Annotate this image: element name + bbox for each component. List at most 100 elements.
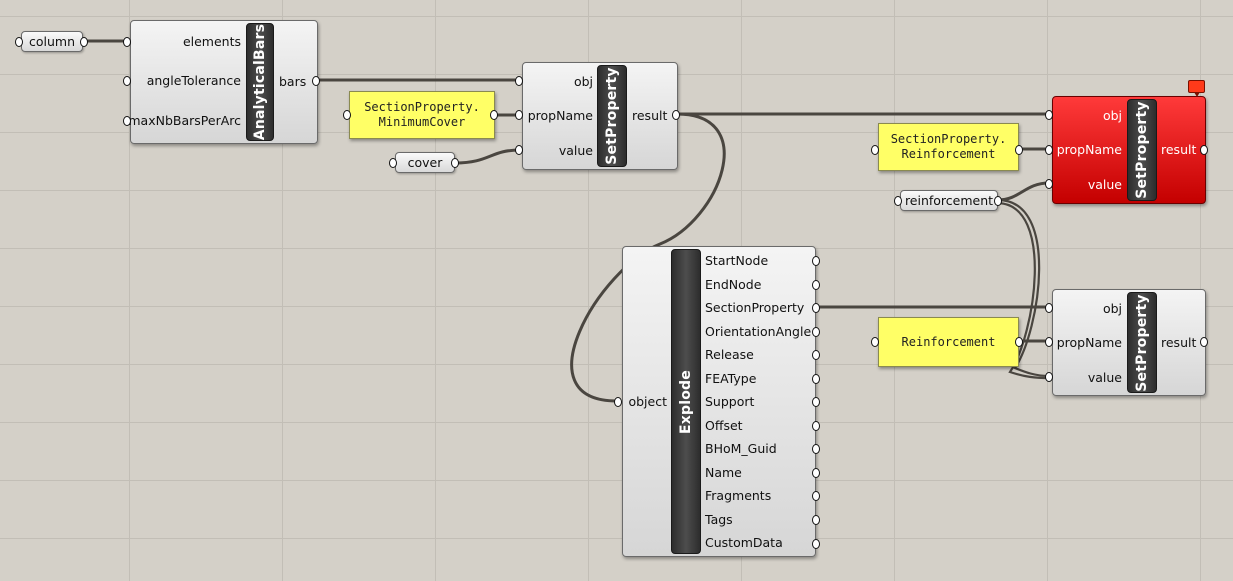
sp2-input-value-label: value: [1087, 177, 1122, 192]
wire-reinf-value2: [996, 181, 1051, 202]
sp2-input-propname-label: propName: [1056, 142, 1122, 157]
analytical-bars-component[interactable]: elements angleTolerance maxNbBarsPerArc …: [128, 20, 318, 144]
set-property-3-component[interactable]: obj propName value SetProperty result: [1052, 289, 1206, 396]
explode-out-offset-label: Offset: [705, 418, 743, 433]
wire-reinf-value3-b: [996, 201, 1051, 380]
sp1-input-value-label: value: [558, 143, 593, 158]
explode-out-support-label: Support: [705, 394, 755, 409]
set-property-1-component[interactable]: obj propName value SetProperty result: [522, 62, 678, 170]
sp2-in-propname-port[interactable]: [1045, 145, 1053, 155]
input-elements-label: elements: [182, 34, 241, 49]
sp2-out-result-port[interactable]: [1200, 145, 1208, 155]
output-bars-label: bars: [279, 74, 307, 89]
reinforcement-property-panel-output-port[interactable]: [1015, 145, 1023, 155]
explode-out-featype-port[interactable]: [812, 374, 820, 384]
analytical-bars-in-maxnbbars-port[interactable]: [123, 116, 131, 126]
sp1-input-propname-label: propName: [527, 108, 593, 123]
explode-out-support-port[interactable]: [812, 397, 820, 407]
column-output-port[interactable]: [80, 37, 88, 47]
sp3-out-result-port[interactable]: [1200, 337, 1208, 347]
sp1-input-obj-label: obj: [573, 74, 593, 89]
sp2-title: SetProperty: [1134, 101, 1150, 199]
column-input-port[interactable]: [15, 37, 23, 47]
analytical-bars-title-band: AnalyticalBars: [246, 23, 274, 141]
explode-out-customdata-label: CustomData: [705, 535, 783, 550]
sp3-input-propname-label: propName: [1056, 335, 1122, 350]
analytical-bars-out-bars-port[interactable]: [312, 76, 320, 86]
sp2-in-obj-port[interactable]: [1045, 110, 1053, 120]
sp3-in-obj-port[interactable]: [1045, 303, 1053, 313]
explode-out-sectionproperty-label: SectionProperty: [705, 300, 805, 315]
minimum-cover-panel[interactable]: SectionProperty. MinimumCover: [349, 91, 495, 139]
sp1-output-result-label: result: [632, 108, 668, 123]
minimum-cover-panel-output-port[interactable]: [490, 110, 498, 120]
explode-title-band: Explode: [671, 249, 701, 554]
sp2-output-result-label: result: [1161, 142, 1197, 157]
explode-component[interactable]: object Explode StartNode EndNode Section…: [622, 246, 816, 557]
sp1-title: SetProperty: [604, 67, 620, 165]
explode-out-tags-label: Tags: [705, 512, 733, 527]
cover-input-port[interactable]: [389, 158, 397, 168]
sp1-in-propname-port[interactable]: [515, 110, 523, 120]
reinforcement-param-input-port[interactable]: [894, 196, 902, 206]
sp3-input-obj-label: obj: [1102, 301, 1122, 316]
sp2-in-value-port[interactable]: [1045, 179, 1053, 189]
sp3-input-value-label: value: [1087, 370, 1122, 385]
sp1-in-obj-port[interactable]: [515, 76, 523, 86]
wire-cover-value: [453, 148, 522, 165]
sp3-in-propname-port[interactable]: [1045, 337, 1053, 347]
explode-out-orientationangle-label: OrientationAngle: [705, 324, 812, 339]
reinforcement-panel-input-port[interactable]: [871, 337, 879, 347]
explode-out-customdata-port[interactable]: [812, 539, 820, 549]
explode-out-name-label: Name: [705, 465, 742, 480]
sp1-in-value-port[interactable]: [515, 145, 523, 155]
wire-result-explode: [570, 112, 726, 403]
explode-out-name-port[interactable]: [812, 468, 820, 478]
warning-flag-icon[interactable]: [1188, 80, 1205, 97]
explode-out-sectionproperty-port[interactable]: [812, 303, 820, 313]
sp2-title-band: SetProperty: [1127, 99, 1157, 201]
explode-input-object-label: object: [628, 394, 667, 409]
explode-in-object-port[interactable]: [614, 397, 622, 407]
sp3-output-result-label: result: [1161, 335, 1197, 350]
analytical-bars-in-angletolerance-port[interactable]: [123, 76, 131, 86]
sp1-title-band: SetProperty: [597, 65, 627, 167]
wire-reinf-value3-a: [996, 198, 1051, 378]
input-max-nb-bars-per-arc-label: maxNbBarsPerArc: [128, 113, 241, 128]
analytical-bars-in-elements-port[interactable]: [123, 37, 131, 47]
sp3-title: SetProperty: [1134, 293, 1150, 392]
reinforcement-property-panel-input-port[interactable]: [871, 145, 879, 155]
explode-out-bhom-guid-port[interactable]: [812, 444, 820, 454]
sp3-in-value-port[interactable]: [1045, 372, 1053, 382]
explode-out-offset-port[interactable]: [812, 421, 820, 431]
reinforcement-property-panel[interactable]: SectionProperty. Reinforcement: [878, 123, 1019, 171]
analytical-bars-title: AnalyticalBars: [252, 23, 268, 141]
explode-out-startnode-port[interactable]: [812, 256, 820, 266]
explode-out-release-label: Release: [705, 347, 754, 362]
explode-out-orientationangle-port[interactable]: [812, 327, 820, 337]
sp1-out-result-port[interactable]: [672, 110, 680, 120]
column-param[interactable]: column: [21, 31, 83, 52]
cover-param[interactable]: cover: [395, 152, 455, 173]
reinforcement-panel-output-port[interactable]: [1015, 337, 1023, 347]
set-property-2-component[interactable]: obj propName value SetProperty result: [1052, 96, 1206, 204]
explode-out-featype-label: FEAType: [705, 371, 757, 386]
sp3-title-band: SetProperty: [1127, 292, 1157, 393]
sp2-input-obj-label: obj: [1102, 108, 1122, 123]
reinforcement-param-output-port[interactable]: [994, 196, 1002, 206]
explode-out-fragments-label: Fragments: [705, 488, 772, 503]
minimum-cover-panel-input-port[interactable]: [343, 110, 351, 120]
explode-out-fragments-port[interactable]: [812, 491, 820, 501]
explode-out-release-port[interactable]: [812, 350, 820, 360]
input-angle-tolerance-label: angleTolerance: [146, 73, 241, 88]
explode-out-endnode-label: EndNode: [705, 277, 762, 292]
cover-output-port[interactable]: [451, 158, 459, 168]
explode-out-tags-port[interactable]: [812, 515, 820, 525]
explode-out-bhom-guid-label: BHoM_Guid: [705, 441, 777, 456]
explode-title: Explode: [678, 369, 694, 434]
explode-out-endnode-port[interactable]: [812, 280, 820, 290]
reinforcement-param[interactable]: reinforcement: [900, 190, 998, 211]
explode-out-startnode-label: StartNode: [705, 253, 769, 268]
reinforcement-panel[interactable]: Reinforcement: [878, 317, 1019, 367]
